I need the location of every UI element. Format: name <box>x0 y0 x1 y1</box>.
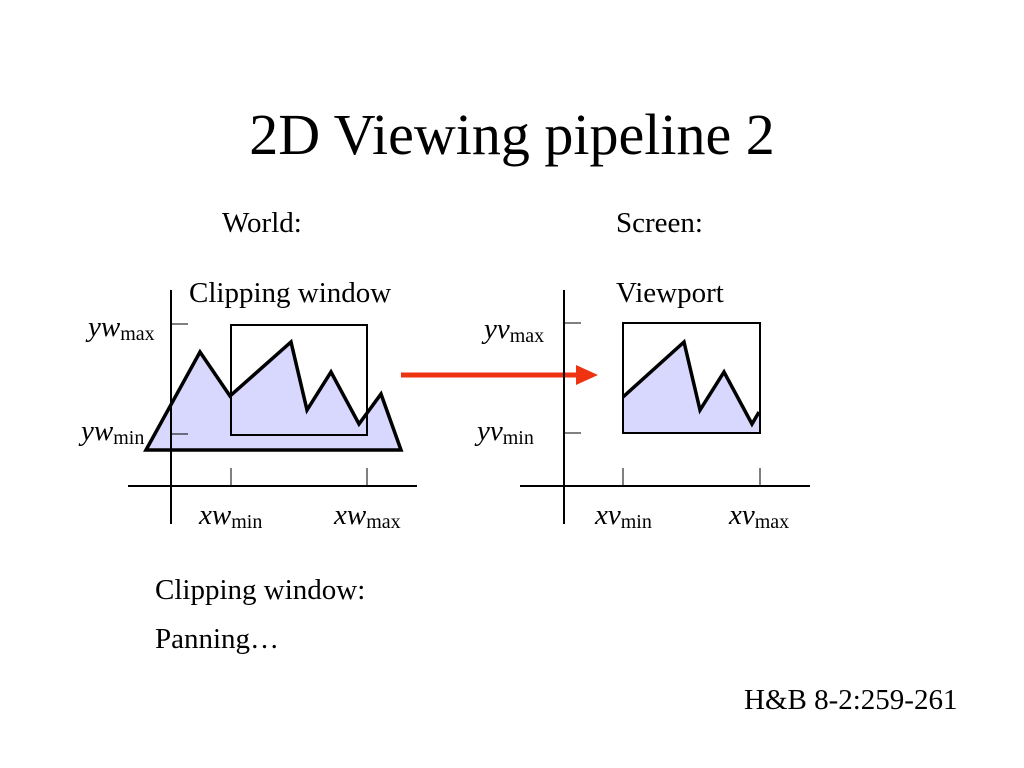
viewport <box>622 322 761 434</box>
screen-heading: Screen: <box>616 207 703 239</box>
note-clipping-window: Clipping window: <box>155 574 366 606</box>
note-panning: Panning… <box>155 623 280 655</box>
label-yvmax: yvmax <box>484 313 545 347</box>
label-ywmin: ywmin <box>81 415 145 449</box>
label-xwmax: xwmax <box>334 499 401 533</box>
slide-title: 2D Viewing pipeline 2 <box>249 102 775 167</box>
label-xvmax: xvmax <box>729 499 790 533</box>
reference: H&B 8-2:259-261 <box>744 684 958 716</box>
viewport-shape-outline <box>621 338 761 428</box>
screen-caption: Viewport <box>616 277 724 309</box>
label-xvmin: xvmin <box>595 499 652 533</box>
world-heading: World: <box>222 207 302 239</box>
world-shape <box>143 338 404 452</box>
mapping-arrow-head <box>576 365 598 385</box>
viewport-shape <box>623 342 759 433</box>
label-xwmin: xwmin <box>199 499 263 533</box>
world-caption: Clipping window <box>189 277 392 309</box>
label-ywmax: ywmax <box>88 311 155 345</box>
label-yvmin: yvmin <box>477 415 534 449</box>
clipping-window <box>230 324 368 436</box>
